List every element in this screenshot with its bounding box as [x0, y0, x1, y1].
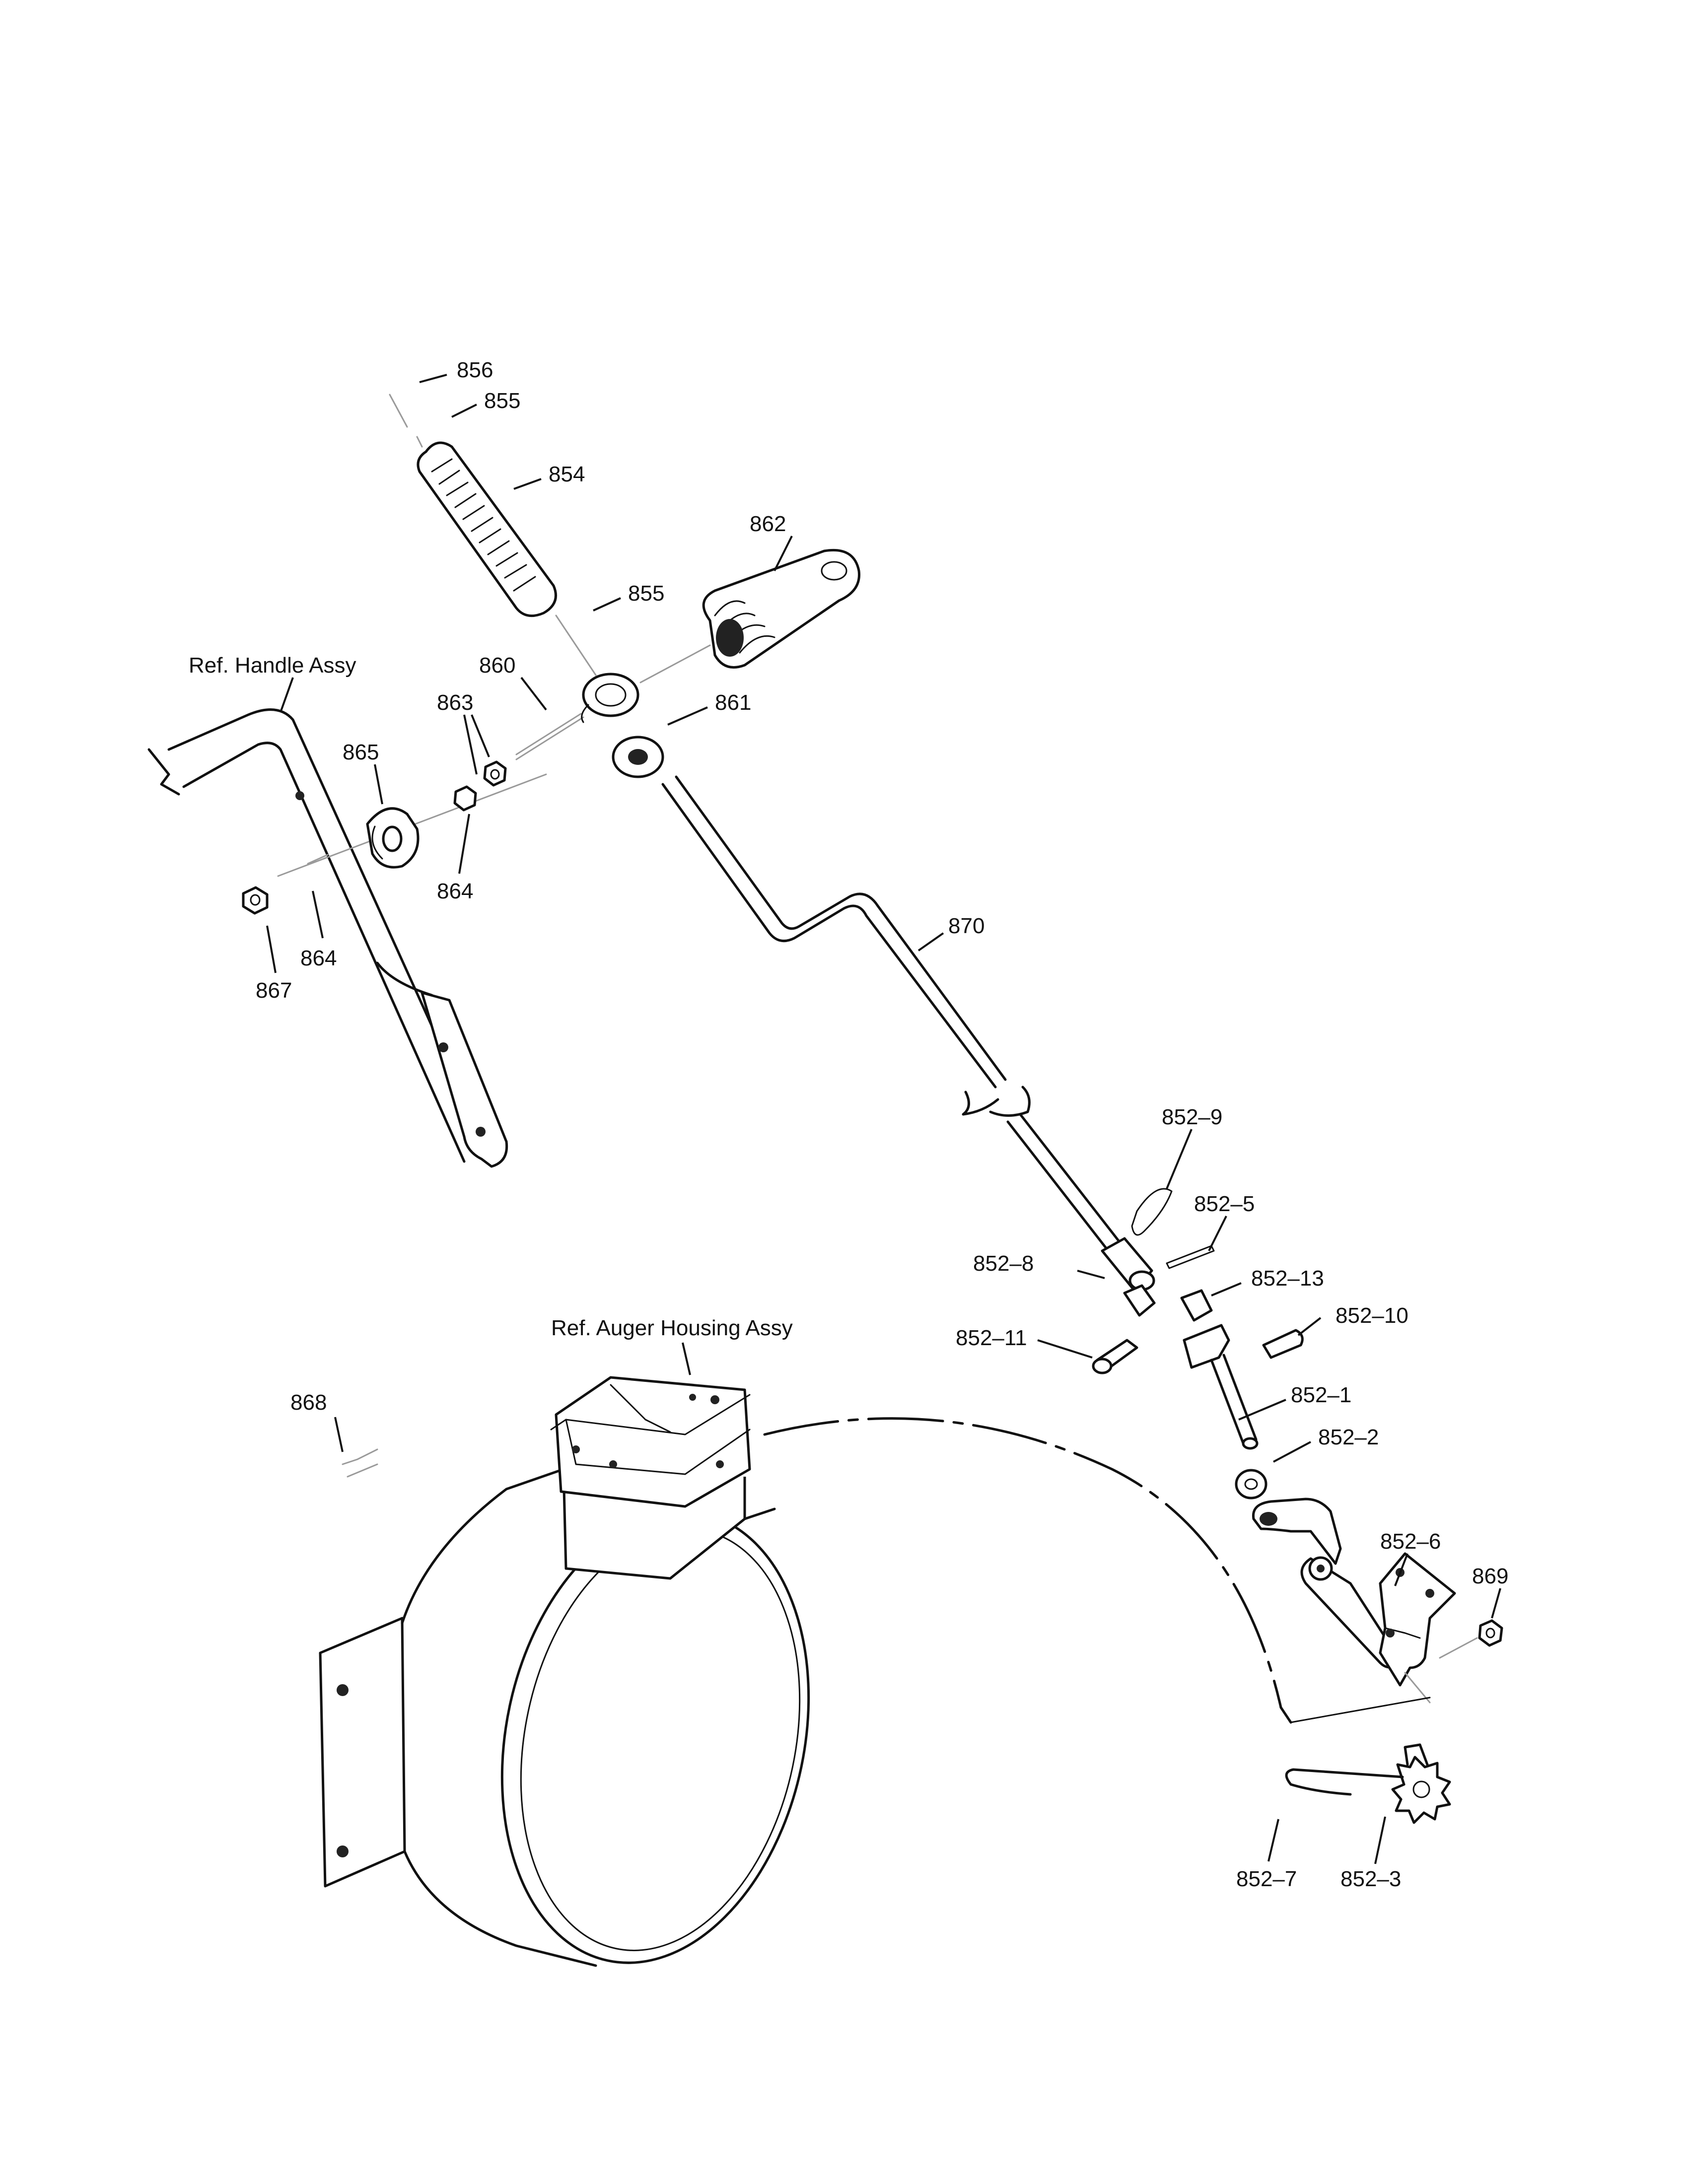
callout-852-9: 852–9 — [1162, 1105, 1222, 1129]
bolt-868 — [342, 1448, 378, 1478]
callout-855-top: 855 — [484, 389, 520, 413]
callout-852-13: 852–13 — [1251, 1266, 1324, 1291]
rotation-arc — [763, 1417, 1431, 1724]
boot-862 — [639, 548, 860, 683]
nut-869 — [1439, 1619, 1503, 1659]
callout-860: 860 — [479, 653, 515, 678]
handle-assy — [147, 708, 508, 1168]
hardware-stack — [242, 760, 547, 915]
callout-852-7: 852–7 — [1236, 1867, 1297, 1891]
bracket-852-6 — [1252, 1498, 1456, 1704]
ref-handle-assy-label: Ref. Handle Assy — [189, 653, 356, 678]
callout-869: 869 — [1472, 1564, 1508, 1588]
callout-852-3: 852–3 — [1340, 1867, 1401, 1891]
bolt-860 — [515, 673, 639, 760]
callout-862: 862 — [750, 512, 786, 536]
callout-863: 863 — [437, 690, 473, 715]
callout-854: 854 — [549, 462, 585, 486]
callout-labels: 856 855 854 862 855 860 863 861 865 864 … — [256, 358, 1508, 1891]
linkage-852 — [1092, 1188, 1304, 1500]
grip-854 — [389, 394, 597, 676]
callout-867: 867 — [256, 978, 292, 1003]
callout-868: 868 — [290, 1390, 327, 1415]
leader-lines — [266, 374, 1501, 1864]
callout-856: 856 — [457, 358, 493, 382]
auger-housing — [319, 1376, 810, 1967]
callout-852-1: 852–1 — [1291, 1383, 1351, 1407]
reference-labels: Ref. Handle Assy Ref. Auger Housing Assy — [189, 653, 793, 1340]
callout-852-11: 852–11 — [956, 1326, 1027, 1350]
rod-870 — [661, 775, 1126, 1257]
washer-861 — [612, 736, 664, 778]
callout-852-2: 852–2 — [1318, 1425, 1379, 1449]
callout-852-8: 852–8 — [973, 1251, 1034, 1276]
callout-861: 861 — [715, 690, 751, 715]
callout-870: 870 — [948, 914, 985, 938]
callout-852-6: 852–6 — [1380, 1529, 1441, 1554]
callout-852-10: 852–10 — [1336, 1303, 1408, 1328]
callout-865: 865 — [343, 740, 379, 764]
callout-852-5: 852–5 — [1194, 1192, 1255, 1216]
callout-855-mid: 855 — [628, 581, 664, 606]
callout-864-left: 864 — [300, 946, 337, 970]
callout-864-right: 864 — [437, 879, 473, 903]
star-knob-852-3 — [1285, 1743, 1451, 1824]
ref-auger-housing-assy-label: Ref. Auger Housing Assy — [551, 1316, 793, 1340]
